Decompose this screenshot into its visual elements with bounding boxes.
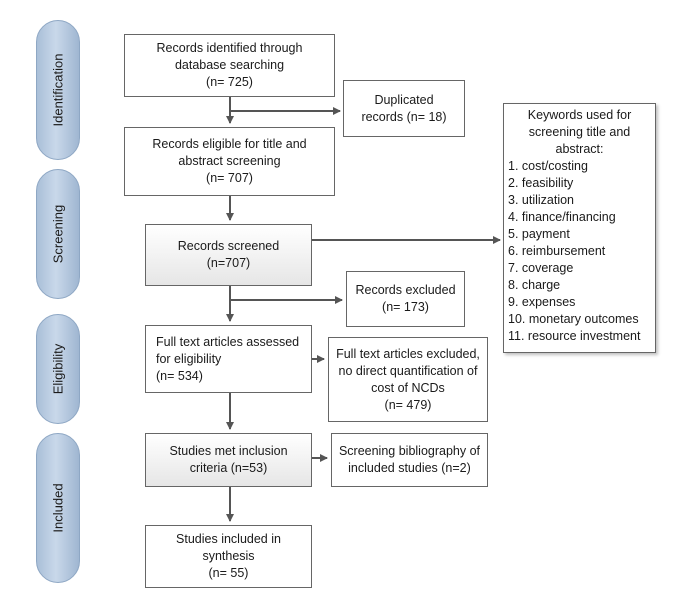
duplicated-records-box: Duplicated records (n= 18) [343,80,465,137]
records-identified-text: Records identified through database sear… [156,41,303,89]
keyword-item: 4. finance/financing [508,210,616,224]
keyword-item: 1. cost/costing [508,159,588,173]
keyword-item: 5. payment [508,227,570,241]
keyword-item: 3. utilization [508,193,575,207]
keyword-item: 7. coverage [508,261,574,275]
keyword-item: 11. resource investment [508,329,641,343]
keyword-item: 10. monetary outcomes [508,312,639,326]
phase-identification: Identification [36,20,80,160]
bibliography-box: Screening bibliography of included studi… [331,433,488,487]
records-excluded-box: Records excluded (n= 173) [346,271,465,327]
phase-included-label: Included [50,483,66,533]
records-screened-box: Records screened (n=707) [145,224,312,286]
records-screened-text: Records screened (n=707) [177,239,280,270]
phase-screening-label: Screening [50,204,66,264]
keyword-item: 8. charge [508,278,561,292]
phase-identification-label: Identification [50,53,66,127]
studies-included-text: Studies included in synthesis (n= 55) [176,532,281,580]
keyword-item: 9. expenses [508,295,576,309]
full-text-assessed-box: Full text articles assessed for eligibil… [145,325,312,393]
full-text-excluded-text: Full text articles excluded, no direct q… [336,346,480,412]
studies-included-box: Studies included in synthesis (n= 55) [145,525,312,588]
records-eligible-text: Records eligible for title and abstract … [152,137,307,185]
phase-eligibility-label: Eligibility [50,343,66,395]
keyword-item: 6. reimbursement [508,244,606,258]
records-eligible-box: Records eligible for title and abstract … [124,127,335,196]
full-text-assessed-text: Full text articles assessed for eligibil… [156,334,300,383]
keywords-title: Keywords used for screening title and ab… [527,108,632,156]
studies-met-text: Studies met inclusion criteria (n=53) [169,444,288,475]
studies-met-box: Studies met inclusion criteria (n=53) [145,433,312,487]
keywords-list: 1. cost/costing 2. feasibility 3. utiliz… [508,158,651,345]
keyword-item: 2. feasibility [508,176,574,190]
full-text-excluded-box: Full text articles excluded, no direct q… [328,337,488,422]
records-identified-box: Records identified through database sear… [124,34,335,97]
phase-screening: Screening [36,169,80,299]
records-excluded-text: Records excluded (n= 173) [355,283,456,314]
duplicated-records-text: Duplicated records (n= 18) [361,92,447,124]
phase-eligibility: Eligibility [36,314,80,424]
phase-included: Included [36,433,80,583]
bibliography-text: Screening bibliography of included studi… [338,444,481,475]
keywords-box: Keywords used for screening title and ab… [503,103,656,353]
